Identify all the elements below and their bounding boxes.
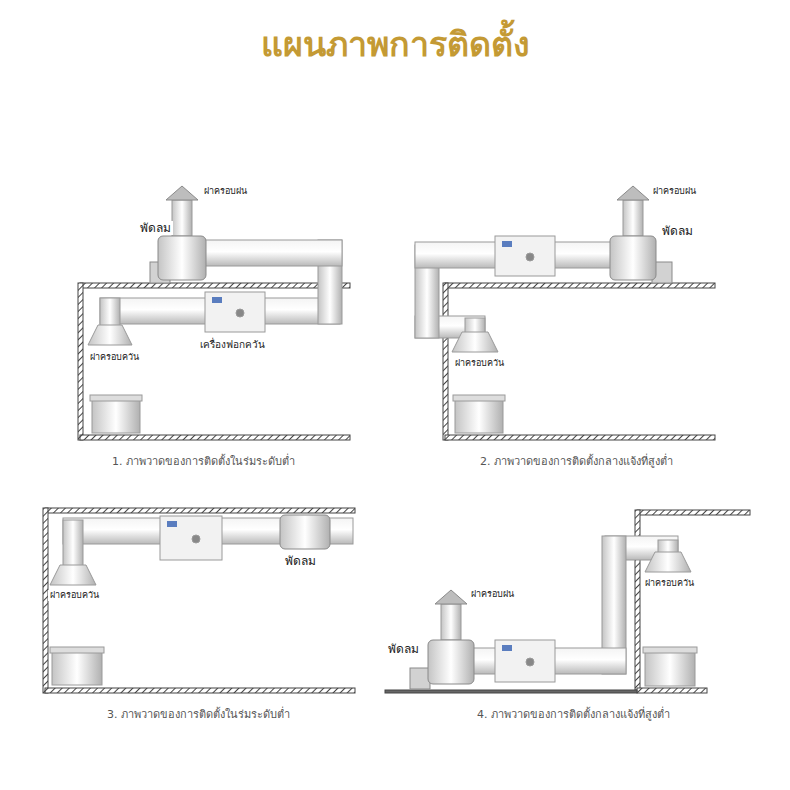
building-structure-part <box>445 435 715 440</box>
caption-text: 2. ภาพวาดของการติดตั้งกลางแจ้งที่สูงต่ำ <box>478 455 675 468</box>
fan-unit-part <box>410 668 430 689</box>
duct <box>440 536 678 674</box>
smoke-purifier-part <box>236 309 244 317</box>
hood-and-stove-part <box>645 650 695 686</box>
building-structure-part <box>385 690 637 693</box>
smoke-purifier-part <box>167 521 177 527</box>
hood-and-stove-part <box>52 650 102 685</box>
smoke-purifier-part <box>205 292 265 332</box>
part-label: พัดลม <box>283 554 318 568</box>
part-label: ฝาครอบควัน <box>48 590 101 601</box>
hood-and-stove-part <box>50 565 96 585</box>
fan-unit <box>280 515 330 549</box>
smoke-purifier-part <box>495 236 555 276</box>
duct-part <box>172 200 192 236</box>
smoke-purifier-part <box>160 516 222 560</box>
building-structure-part <box>45 508 355 513</box>
smoke-purifier-part <box>526 658 534 666</box>
hood-and-stove <box>50 565 104 685</box>
hood-and-stove-part <box>92 398 140 433</box>
part-label: ฝาครอบควัน <box>643 578 696 589</box>
smoke-purifier-part <box>192 535 200 543</box>
part-label: พัดลม <box>386 642 421 656</box>
smoke-purifier-part <box>212 297 222 303</box>
part-label: ฝาครอบฝน <box>651 186 698 197</box>
fan-unit-part <box>617 186 649 200</box>
fan-unit-part <box>158 236 206 280</box>
smoke-purifier-part <box>502 645 512 651</box>
duct-part <box>623 200 643 236</box>
part-label: ฝาครอบฝน <box>202 186 249 197</box>
duct-part <box>465 318 485 333</box>
duct-part <box>63 520 83 566</box>
duct-part <box>200 240 342 266</box>
building-structure-part <box>445 283 715 288</box>
building-structure-part <box>80 435 350 440</box>
hood-and-stove <box>643 552 697 686</box>
caption-text: 1. ภาพวาดของการติดตั้งในร่มระดับต่ำ <box>110 455 297 468</box>
smoke-purifier <box>495 236 555 276</box>
duct-part <box>100 298 120 326</box>
smoke-purifier-part <box>526 253 534 261</box>
smoke-purifier-part <box>502 241 512 247</box>
building-structure-part <box>637 688 707 693</box>
hood-and-stove-part <box>645 552 691 572</box>
fan-unit <box>410 590 474 689</box>
hood-and-stove-part <box>50 647 104 653</box>
building-structure <box>443 283 715 440</box>
fan-unit-part <box>435 590 467 604</box>
hood-and-stove <box>88 325 142 433</box>
duct-part <box>658 540 678 553</box>
building-structure-part <box>78 283 83 440</box>
building-structure-part <box>45 688 355 693</box>
hood-and-stove <box>452 332 505 433</box>
hood-and-stove-part <box>90 395 142 401</box>
part-label: ฝาครอบฝน <box>469 589 516 600</box>
caption-text: 3. ภาพวาดของการติดตั้งในร่มระดับต่ำ <box>105 708 292 721</box>
smoke-purifier <box>495 640 555 682</box>
caption-text: 4. ภาพวาดของการติดตั้งกลางแจ้งที่สูงต่ำ <box>475 708 672 721</box>
fan-unit-part <box>428 640 474 684</box>
smoke-purifier-part <box>495 640 555 682</box>
part-label: เครื่องฟอกควัน <box>198 339 267 351</box>
building-structure <box>78 283 350 440</box>
part-label: ฝาครอบควัน <box>453 358 506 369</box>
hood-and-stove-part <box>88 325 132 345</box>
part-label: พัดลม <box>138 221 173 235</box>
hood-and-stove-part <box>643 647 697 653</box>
fan-unit-part <box>280 515 330 549</box>
building-structure-part <box>637 510 750 515</box>
duct-part <box>441 604 461 640</box>
smoke-purifier <box>205 292 265 332</box>
building-structure <box>43 508 355 693</box>
fan-unit-part <box>166 186 198 200</box>
hood-and-stove-part <box>455 398 503 433</box>
building-structure-part <box>80 283 350 288</box>
hood-and-stove-part <box>452 332 498 352</box>
part-label: พัดลม <box>660 224 695 238</box>
hood-and-stove-part <box>453 395 505 401</box>
fan-unit-part <box>610 236 656 280</box>
building-structure-part <box>443 283 448 440</box>
duct <box>415 200 643 338</box>
smoke-purifier <box>160 516 222 560</box>
part-label: ฝาครอบควัน <box>88 352 141 363</box>
diagram-title: แผนภาพการติดตั้ง <box>0 24 790 65</box>
building-structure <box>385 510 750 693</box>
